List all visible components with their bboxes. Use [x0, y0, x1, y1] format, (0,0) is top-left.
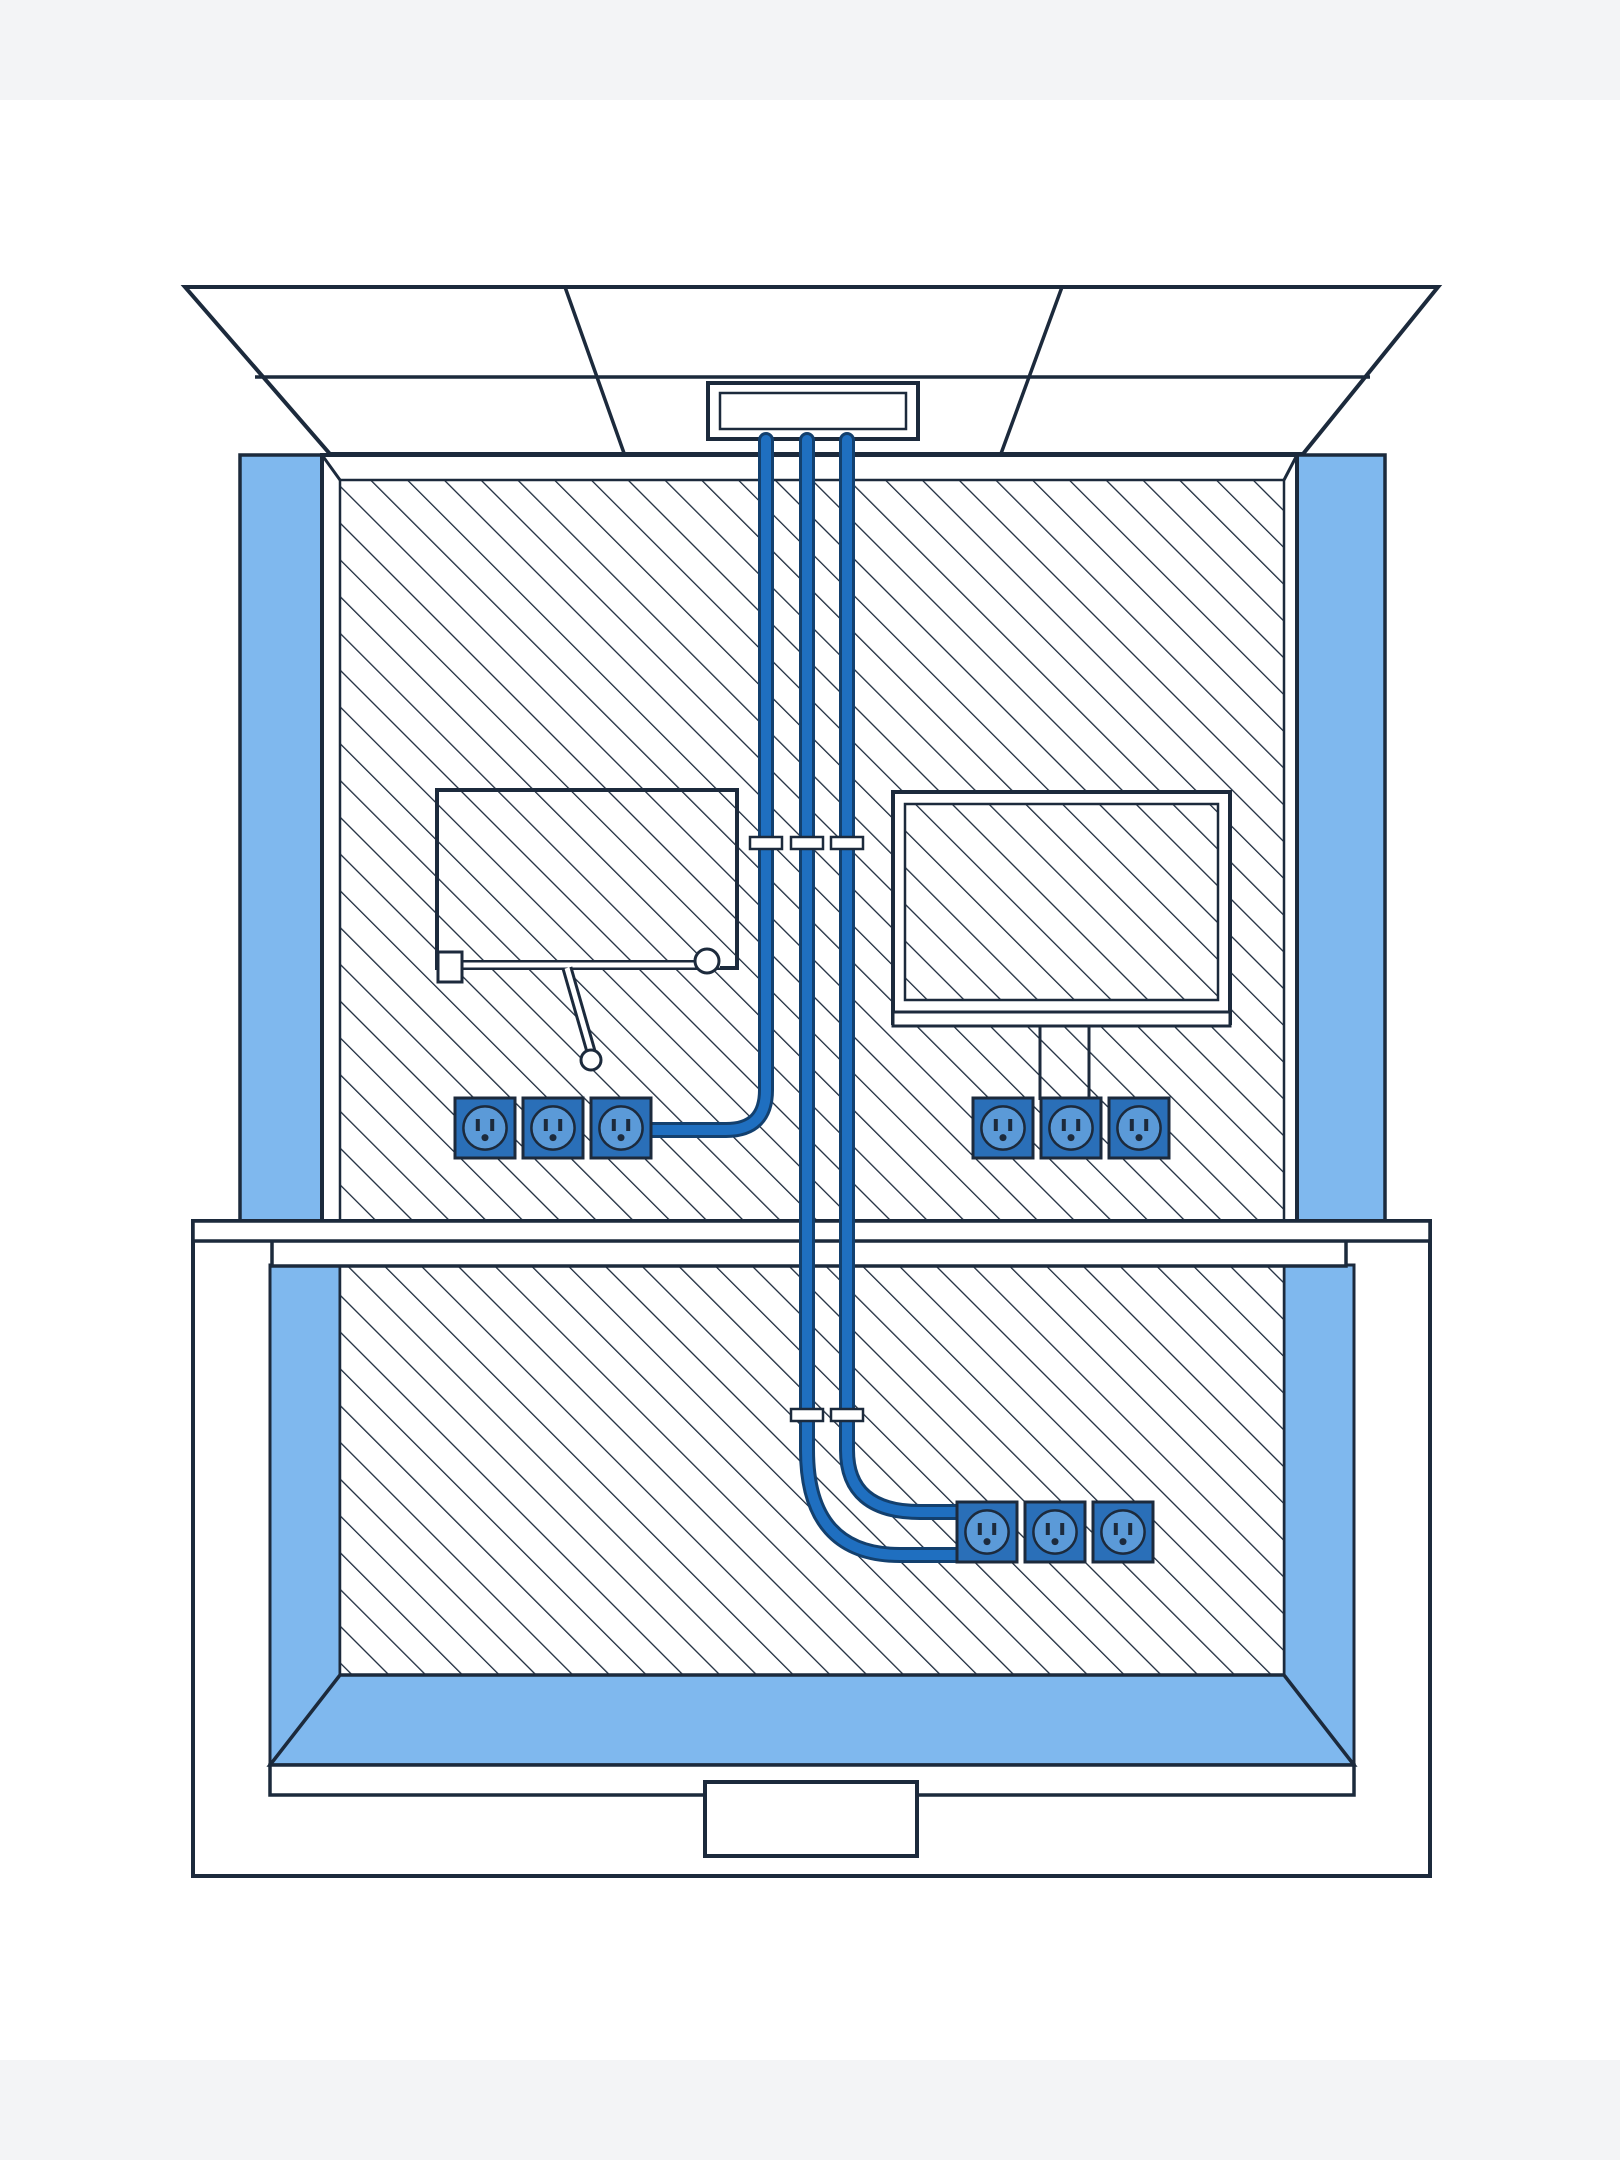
upper-wall-corner-left	[320, 454, 342, 481]
outlet-slot	[1060, 1523, 1065, 1535]
outlet-socket-icon	[462, 1105, 508, 1151]
left-wall-outlets	[453, 1096, 653, 1160]
outlet-slot	[490, 1119, 495, 1131]
outlet-ground-hole	[999, 1134, 1007, 1142]
outlet-ground-hole	[1135, 1134, 1143, 1142]
outlet-slot	[611, 1119, 616, 1131]
outlet-ground-hole	[983, 1538, 991, 1546]
upper-wall-corner-right	[1282, 454, 1299, 481]
outlet-slot	[1129, 1119, 1134, 1131]
conduit-clamp	[829, 1407, 865, 1423]
conduit-clamp	[789, 1407, 825, 1423]
top-margin-band	[0, 0, 1620, 100]
monitor-screen	[903, 802, 1220, 1002]
outlet-socket-icon	[1116, 1105, 1162, 1151]
outlet-slot	[1008, 1119, 1013, 1131]
right-upper-wall-panel	[1295, 453, 1387, 1223]
bracket-stem-inner	[564, 967, 595, 1056]
right-wall-outlets	[971, 1096, 1171, 1160]
outlet-slot	[1076, 1119, 1081, 1131]
outlet-socket-icon	[980, 1105, 1026, 1151]
ceiling-junction-box-inner	[718, 391, 908, 431]
left-lower-wall-panel	[268, 1263, 342, 1767]
monitor-bottom-bar	[891, 1010, 1232, 1028]
outlet-slot	[1061, 1119, 1066, 1131]
panel-with-bracket	[435, 788, 739, 1072]
bracket-knob-right	[693, 947, 721, 975]
outlet-ground-hole	[1067, 1134, 1075, 1142]
conduit-clamp	[748, 835, 784, 851]
ceiling-seam-left	[563, 286, 632, 471]
outlet-slot	[1128, 1523, 1133, 1535]
bracket-clamp-left	[436, 950, 464, 984]
outlet-slot	[977, 1523, 982, 1535]
left-upper-wall-panel	[238, 453, 324, 1223]
outlet-socket-icon	[1048, 1105, 1094, 1151]
floor-panel	[266, 1673, 1358, 1767]
outlet-slot	[993, 1119, 998, 1131]
conduit-clamp	[789, 835, 825, 851]
outlet-socket-icon	[530, 1105, 576, 1151]
lower-wall-outlets	[955, 1500, 1155, 1564]
outlet-socket-icon	[964, 1509, 1010, 1555]
outlet-groups	[453, 1096, 1171, 1564]
outlet-socket-icon	[598, 1105, 644, 1151]
bracket-pivot	[579, 1048, 603, 1072]
outlet-slot	[1144, 1119, 1149, 1131]
outlet-slot	[992, 1523, 997, 1535]
outlet-slot	[1045, 1523, 1050, 1535]
outlet-socket-icon	[1100, 1509, 1146, 1555]
conduit-clamp	[829, 835, 865, 851]
outlet-slot	[626, 1119, 631, 1131]
outlet-ground-hole	[1119, 1538, 1127, 1546]
ceiling-seam-right	[993, 286, 1064, 471]
outlet-ground-hole	[617, 1134, 625, 1142]
outlet-slot	[475, 1119, 480, 1131]
outlet-ground-hole	[549, 1134, 557, 1142]
outlet-slot	[543, 1119, 548, 1131]
conduit-run-left	[643, 435, 771, 1135]
outlet-ground-hole	[481, 1134, 489, 1142]
wall-mounted-monitor	[891, 790, 1232, 1100]
outlet-slot	[558, 1119, 563, 1131]
outlet-slot	[1113, 1523, 1118, 1535]
outlet-ground-hole	[1051, 1538, 1059, 1546]
conduit-run-lower-b	[842, 435, 965, 1517]
outlet-socket-icon	[1032, 1509, 1078, 1555]
bottom-margin-band	[0, 2060, 1620, 2160]
mounted-panel-frame	[435, 788, 739, 970]
conduit-run-lower-a	[802, 435, 965, 1560]
bottom-access-panel	[703, 1780, 919, 1858]
conduit-runs	[640, 432, 968, 1563]
